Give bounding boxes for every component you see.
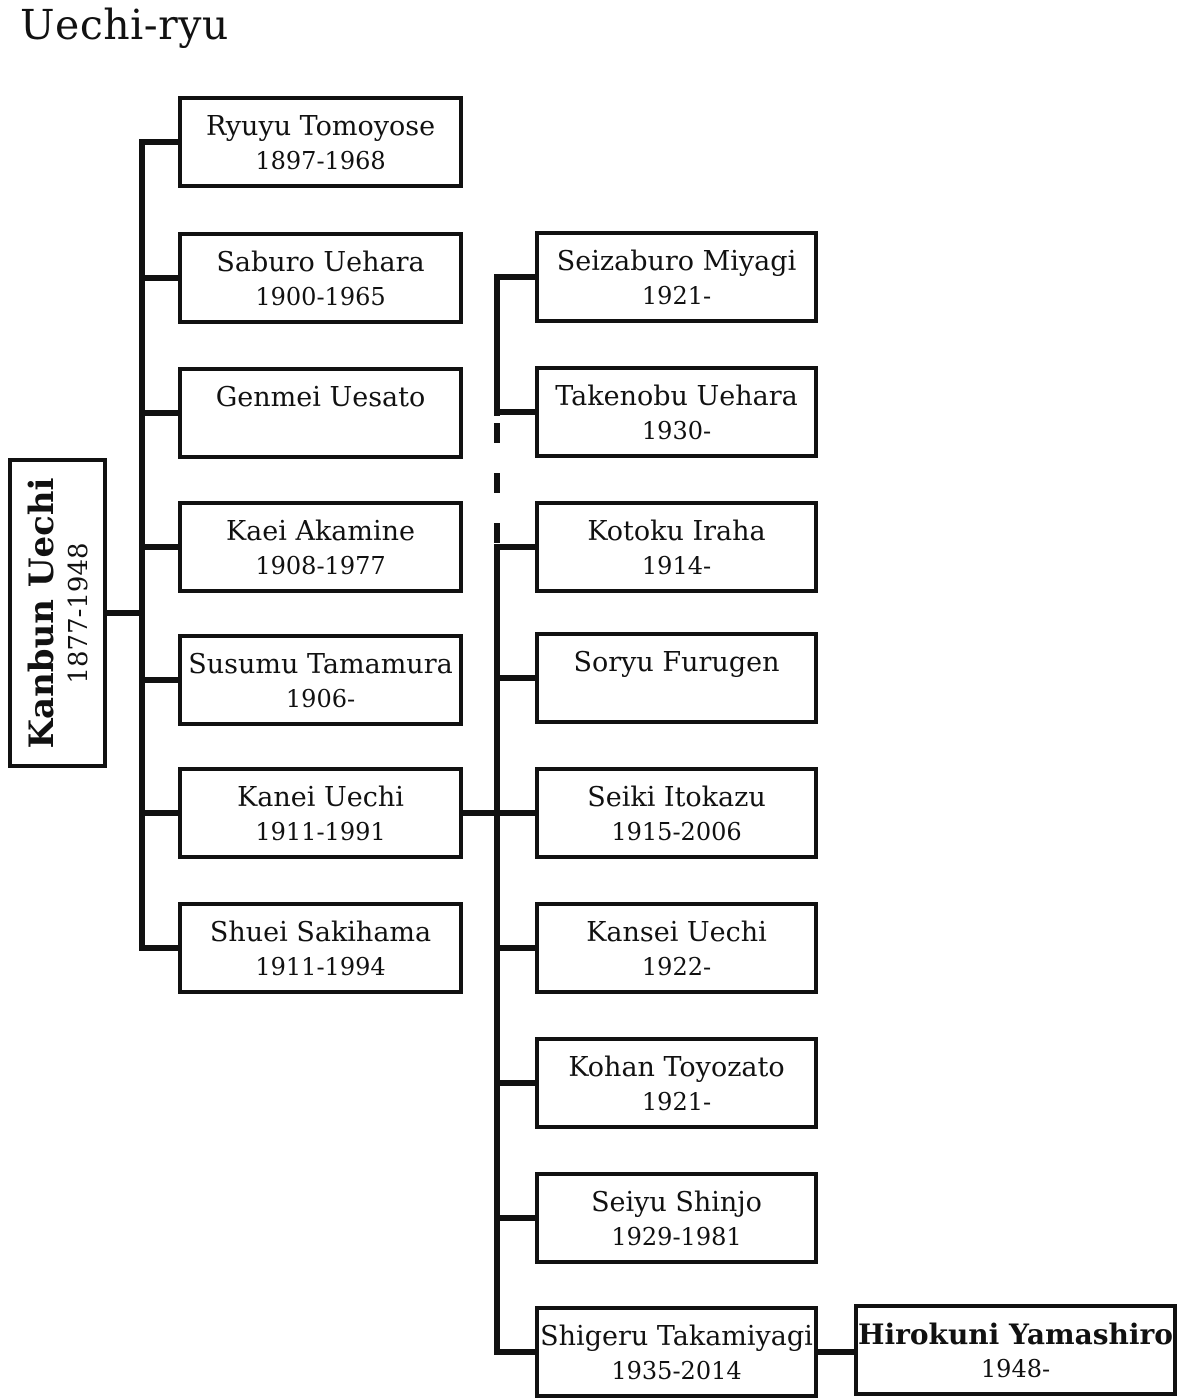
person-name: Saburo Uehara [216,247,425,278]
person-dates: 1922- [641,953,712,981]
branch-line-kansei [494,945,535,951]
person-dates: 1914- [641,552,712,580]
person-dates: 1908-1977 [255,552,386,580]
person-name: Shuei Sakihama [209,917,432,948]
person-box-susumu-tamamura: Susumu Tamamura 1906- [178,634,463,726]
branch-line-kaei [139,544,178,550]
branch-line-genmei [139,410,178,416]
person-dates: 1935-2014 [611,1357,742,1385]
person-box-kohan-toyozato: Kohan Toyozato 1921- [535,1037,818,1129]
person-box-takenobu-uehara: Takenobu Uehara 1930- [535,366,818,458]
person-box-shuei-sakihama: Shuei Sakihama 1911-1994 [178,902,463,994]
person-box-kotoku-iraha: Kotoku Iraha 1914- [535,501,818,593]
person-rotated-text: Kanbun Uechi 1877-1948 [21,463,95,763]
person-dates: 1911-1994 [255,953,386,981]
person-dates: 1877-1948 [63,542,94,684]
person-box-shigeru-takamiyagi: Shigeru Takamiyagi 1935-2014 [535,1306,818,1398]
person-name: Genmei Uesato [215,382,426,413]
person-name: Soryu Furugen [573,647,780,678]
person-dates: 1921- [641,1088,712,1116]
person-name: Kanbun Uechi [21,477,62,749]
person-box-kaei-akamine: Kaei Akamine 1908-1977 [178,501,463,593]
person-dates: 1897-1968 [255,147,386,175]
branch-line-takenobu [494,409,535,415]
branch-line-seiki [494,810,535,816]
person-dates: 1948- [980,1355,1051,1383]
person-name: Kanei Uechi [237,782,404,813]
person-box-seiki-itokazu: Seiki Itokazu 1915-2006 [535,767,818,859]
root-connector-line [103,610,145,616]
person-name: Kansei Uechi [586,917,767,948]
person-box-genmei-uesato: Genmei Uesato [178,367,463,459]
person-box-kanbun-uechi: Kanbun Uechi 1877-1948 [8,458,107,768]
branch-line-kotoku [494,544,535,550]
person-name: Seiyu Shinjo [591,1187,762,1218]
person-name: Shigeru Takamiyagi [540,1321,813,1352]
branch-line-seizaburo [494,274,535,280]
person-box-soryu-furugen: Soryu Furugen [535,632,818,724]
person-name: Ryuyu Tomoyose [205,111,436,142]
person-name: Kotoku Iraha [587,516,766,547]
person-name: Takenobu Uehara [555,381,798,412]
person-name: Hirokuni Yamashiro [858,1318,1173,1351]
branch-line-saburo [139,275,178,281]
person-dates: 1929-1981 [611,1223,742,1251]
branch-line-ryuyu [139,139,178,145]
person-name: Kohan Toyozato [568,1052,785,1083]
branch-line-seiyu [494,1215,535,1221]
person-dates: 1930- [641,417,712,445]
branch-line-shigeru [494,1349,535,1355]
person-box-ryuyu-tomoyose: Ryuyu Tomoyose 1897-1968 [178,96,463,188]
gen2-trunk-line-upper [494,274,500,416]
person-box-seiyu-shinjo: Seiyu Shinjo 1929-1981 [535,1172,818,1264]
person-box-hirokuni-yamashiro: Hirokuni Yamashiro 1948- [854,1304,1177,1396]
person-box-seizaburo-miyagi: Seizaburo Miyagi 1921- [535,231,818,323]
person-box-kansei-uechi: Kansei Uechi 1922- [535,902,818,994]
person-dates: 1921- [641,282,712,310]
person-name: Seiki Itokazu [587,782,766,813]
branch-line-soryu [494,675,535,681]
chart-title: Uechi-ryu [20,1,229,49]
takamiyagi-to-yamashiro-connector-line [814,1349,858,1355]
branch-line-shuei [139,945,178,951]
gen2-trunk-dashed-line [494,416,500,544]
person-name: Seizaburo Miyagi [556,246,797,277]
person-dates: 1900-1965 [255,283,386,311]
person-dates: 1906- [285,685,356,713]
person-name: Kaei Akamine [225,516,416,547]
person-box-saburo-uehara: Saburo Uehara 1900-1965 [178,232,463,324]
person-box-kanei-uechi: Kanei Uechi 1911-1991 [178,767,463,859]
person-dates: 1915-2006 [611,818,742,846]
kanei-to-gen2-connector-line [460,810,500,816]
branch-line-susumu [139,677,178,683]
person-dates: 1911-1991 [255,818,386,846]
person-name: Susumu Tamamura [188,649,453,680]
branch-line-kanei [139,810,178,816]
branch-line-kohan [494,1080,535,1086]
